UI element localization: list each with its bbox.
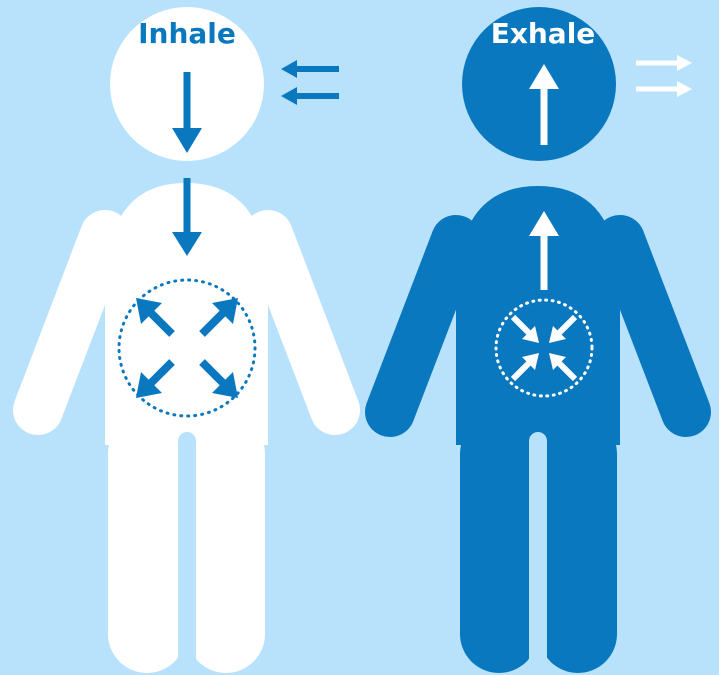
inhale-right-leg bbox=[187, 415, 265, 673]
inhale-leg-gap bbox=[178, 432, 196, 675]
inhale-left-leg bbox=[108, 415, 186, 673]
exhale-label: Exhale bbox=[468, 14, 618, 54]
exhale-left-arm bbox=[390, 240, 456, 412]
arrows-right-icon bbox=[636, 55, 692, 97]
exhale-right-arm bbox=[620, 240, 686, 412]
exhale-leg-gap bbox=[529, 432, 547, 675]
exhale-figure bbox=[390, 7, 686, 675]
inhale-left-arm bbox=[38, 235, 105, 410]
inhale-right-arm bbox=[268, 235, 335, 410]
arrows-left-icon bbox=[281, 60, 339, 105]
exhale-right-leg bbox=[539, 415, 617, 673]
inhale-figure bbox=[38, 7, 335, 675]
inhale-label: Inhale bbox=[112, 14, 262, 54]
exhale-left-leg bbox=[460, 415, 538, 673]
